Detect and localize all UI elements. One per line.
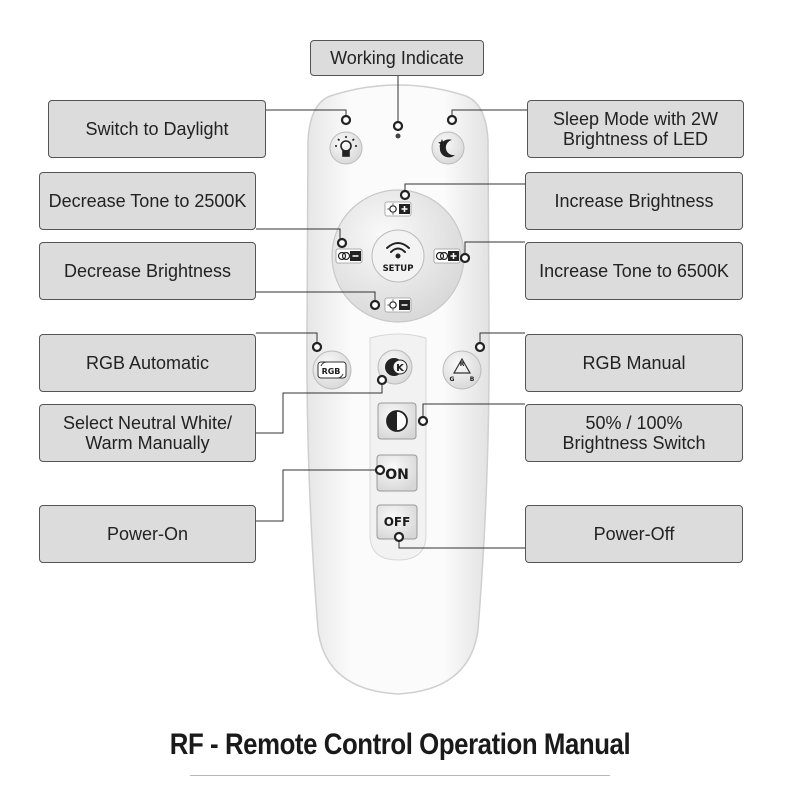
sleep-mode-button[interactable] (431, 131, 465, 165)
callout-decrease-brightness: Decrease Brightness (39, 242, 256, 300)
manual-title: RF - Remote Control Operation Manual (169, 728, 631, 761)
callout-increase-brightness: Increase Brightness (525, 172, 743, 230)
recycle-arrows-icon (452, 357, 472, 374)
rgb-automatic-button[interactable]: RGB (312, 350, 352, 390)
callout-decrease-tone: Decrease Tone to 2500K (39, 172, 256, 230)
star-icon (438, 139, 446, 147)
callout-sleep-mode: Sleep Mode with 2W Brightness of LED (527, 100, 744, 158)
callout-power-on: Power-On (39, 505, 256, 563)
rgb-manual-letter-r: R (460, 361, 465, 368)
callout-rgb-automatic: RGB Automatic (39, 334, 256, 392)
daylight-button[interactable] (329, 131, 363, 165)
rgb-manual-letter-b: B (470, 376, 475, 383)
k-label: K (396, 363, 405, 374)
increase-brightness-button[interactable] (384, 201, 412, 217)
callout-working-indicate: Working Indicate (310, 40, 484, 76)
neutral-warm-button[interactable]: K (377, 349, 413, 385)
working-indicator-led (395, 133, 401, 139)
rgb-manual-button[interactable]: R G B (442, 350, 482, 390)
decrease-tone-button[interactable] (335, 248, 363, 264)
sun-icon (387, 299, 397, 311)
callout-increase-tone: Increase Tone to 6500K (525, 242, 743, 300)
callout-brightness-switch: 50% / 100% Brightness Switch (525, 404, 743, 462)
lightbulb-icon (335, 136, 357, 157)
rgb-label: RGB (322, 367, 341, 376)
wifi-icon (386, 242, 410, 259)
color-temperature-icon (435, 251, 449, 261)
half-circle-icon (386, 410, 408, 432)
sun-icon (387, 203, 397, 215)
title-underline (190, 775, 610, 776)
power-off-button[interactable]: OFF (376, 504, 418, 540)
callout-power-off: Power-Off (525, 505, 743, 563)
on-label: ON (385, 467, 409, 483)
callout-select-neutral-white: Select Neutral White/ Warm Manually (39, 404, 256, 462)
brightness-switch-button[interactable] (377, 402, 417, 440)
off-label: OFF (384, 515, 411, 529)
color-temperature-icon (337, 251, 351, 261)
cycle-arrows-icon (320, 361, 344, 379)
callout-switch-to-daylight: Switch to Daylight (48, 100, 266, 158)
rgb-manual-letter-g: G (450, 376, 455, 383)
increase-tone-button[interactable] (433, 248, 461, 264)
callout-endpoints (311, 114, 486, 543)
lower-button-well (369, 333, 427, 561)
setup-label: SETUP (383, 264, 414, 274)
callout-rgb-manual: RGB Manual (525, 334, 743, 392)
decrease-brightness-button[interactable] (384, 297, 412, 313)
setup-button[interactable]: SETUP (371, 229, 425, 283)
